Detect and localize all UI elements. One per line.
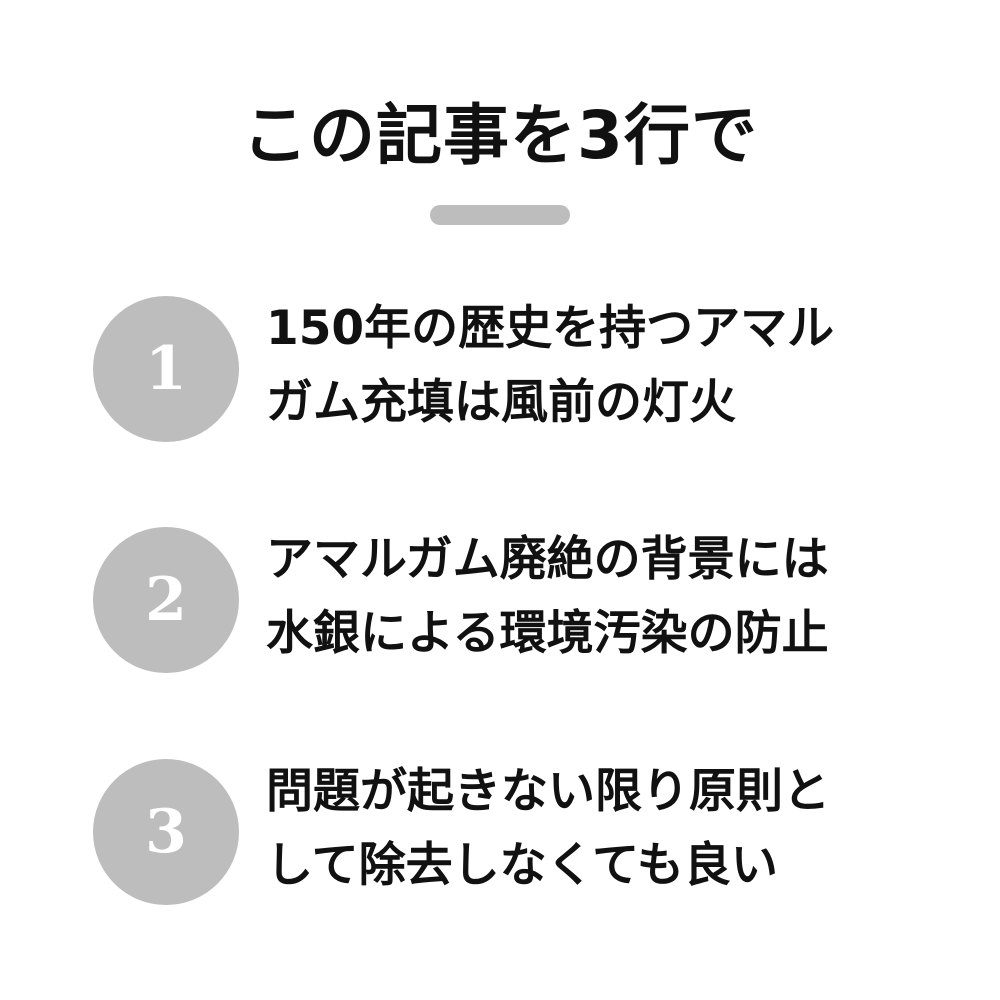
number-badge: 1 <box>93 296 239 442</box>
summary-line: 150年の歴史を持つアマル <box>266 301 835 356</box>
summary-text: 150年の歴史を持つアマル ガム充填は風前の灯火 <box>266 292 926 440</box>
summary-item-2: 2 アマルガム廃絶の背景には 水銀による環境汚染の防止 <box>0 527 1000 677</box>
page-title: この記事を3行で <box>242 97 758 174</box>
title-divider <box>430 205 570 225</box>
number-label: 1 <box>145 334 187 404</box>
summary-line: アマルガム廃絶の背景には <box>266 532 829 587</box>
number-label: 3 <box>145 797 187 867</box>
number-badge: 2 <box>93 527 239 673</box>
summary-item-1: 1 150年の歴史を持つアマル ガム充填は風前の灯火 <box>0 296 1000 446</box>
number-badge: 3 <box>93 759 239 905</box>
summary-line: 問題が起きない限り原則と <box>266 764 830 819</box>
summary-text: アマルガム廃絶の背景には 水銀による環境汚染の防止 <box>266 523 926 671</box>
summary-line: して除去しなくても良い <box>266 838 778 893</box>
summary-line: 水銀による環境汚染の防止 <box>266 606 829 661</box>
summary-item-3: 3 問題が起きない限り原則と して除去しなくても良い <box>0 759 1000 909</box>
summary-text: 問題が起きない限り原則と して除去しなくても良い <box>266 755 926 903</box>
number-label: 2 <box>145 565 187 635</box>
summary-line: ガム充填は風前の灯火 <box>266 375 736 430</box>
